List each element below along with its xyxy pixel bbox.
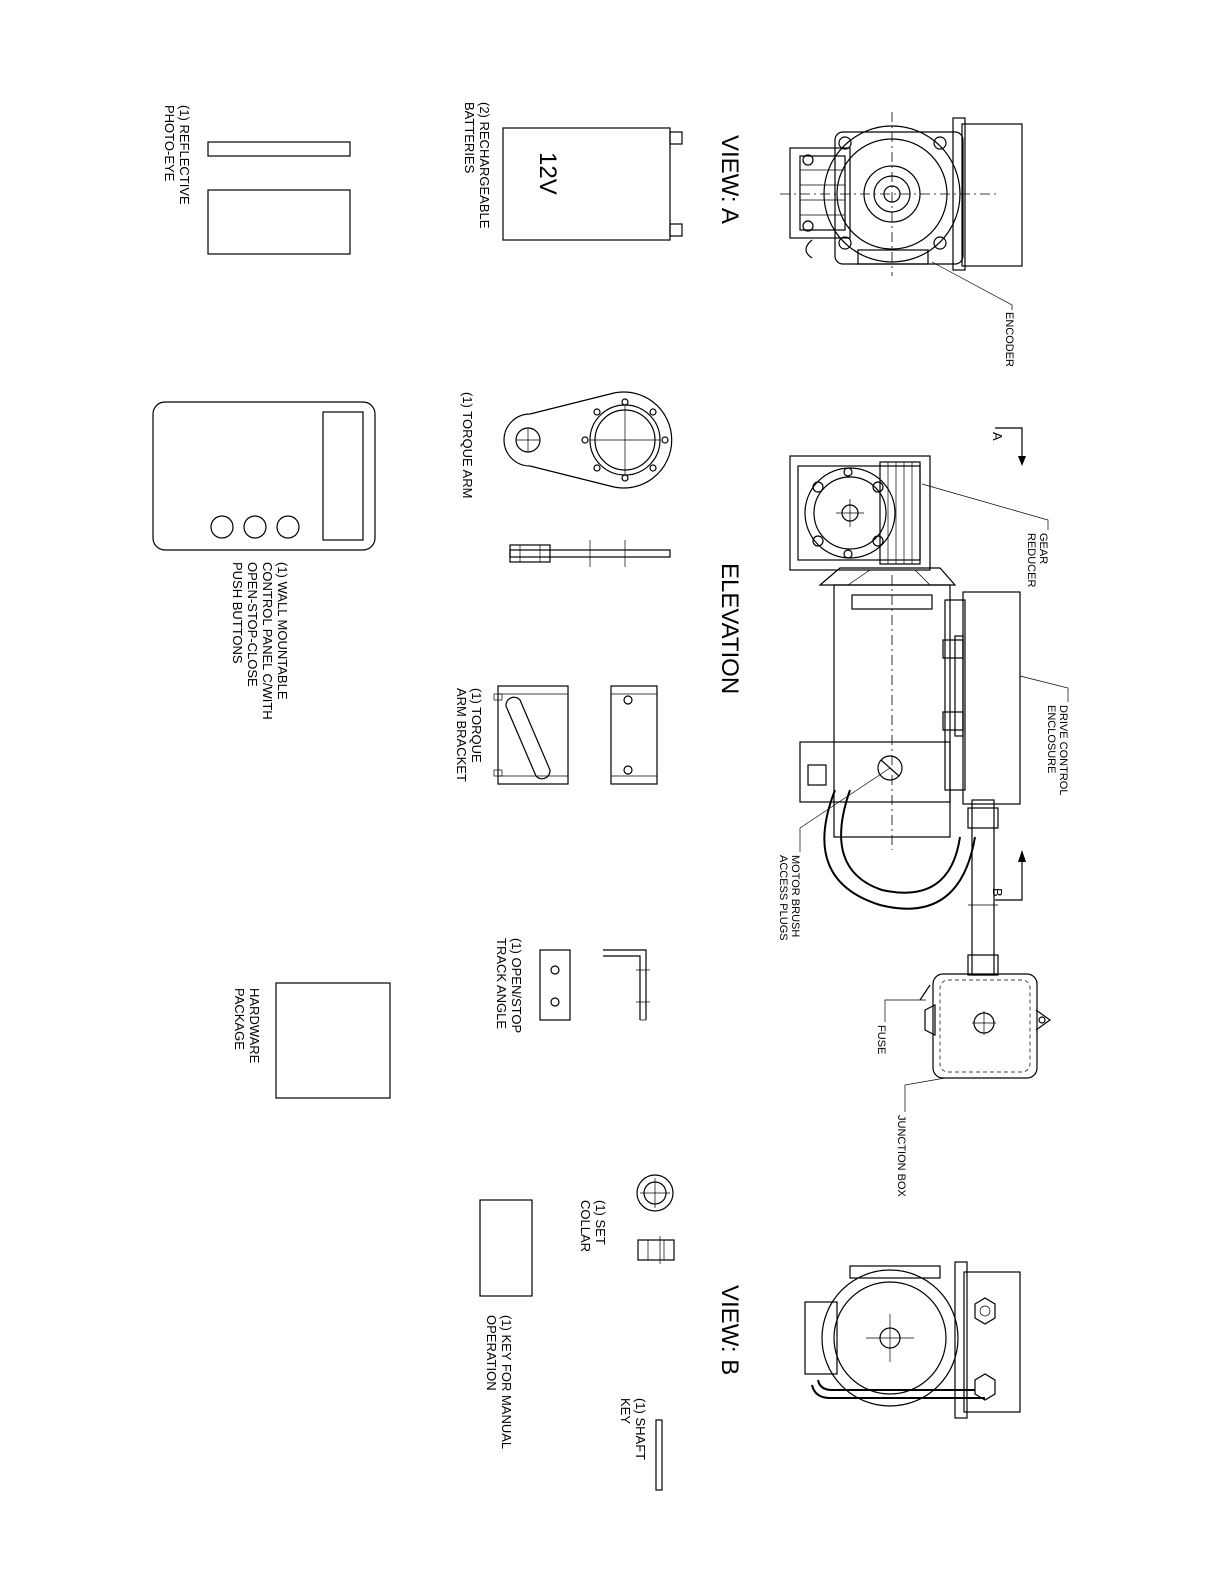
set-collar-label-line-1: (1) SET xyxy=(593,1200,608,1245)
batteries-label-line-1: (2) RECHARGEABLE xyxy=(477,102,492,229)
view-b-drawing xyxy=(804,1261,1021,1419)
shaft-key-label: (1) SHAFT KEY xyxy=(618,1398,648,1460)
torque-arm-bracket-label: (1) TORQUE ARM BRACKET xyxy=(454,688,484,782)
torque-arm-bracket-label-line-2: ARM BRACKET xyxy=(454,688,469,782)
motor-brush-label-line-2: ACCESS PLUGS xyxy=(777,855,789,941)
elevation-drawing xyxy=(789,455,1052,1079)
hardware-package-label-line-1: HARDWARE xyxy=(247,988,262,1064)
torque-arm-bracket-drawing xyxy=(493,685,658,785)
drive-control-label-line-1: DRIVE CONTROL xyxy=(1057,705,1069,795)
set-collar-label-line-2: COLLAR xyxy=(578,1200,593,1252)
section-marker-b-label: B xyxy=(990,888,1005,897)
drive-control-label-line-2: ENCLOSURE xyxy=(1045,705,1057,773)
batteries-label: (2) RECHARGEABLE BATTERIES xyxy=(462,102,492,229)
control-panel-label: (1) WALL MOUNTABLE CONTROL PANEL C/WITH … xyxy=(230,562,290,720)
gear-reducer-label: GEAR REDUCER xyxy=(1025,533,1049,587)
battery-drawing xyxy=(502,127,683,241)
view-b-title: VIEW: B xyxy=(716,1285,743,1375)
manual-key-label-line-1: (1) KEY FOR MANUAL xyxy=(499,1315,514,1449)
shaft-key-drawing xyxy=(655,1419,663,1491)
set-collar-drawing xyxy=(636,1174,675,1264)
section-marker-b: B xyxy=(990,850,1026,901)
torque-arm-bracket-label-line-1: (1) TORQUE xyxy=(469,688,484,763)
control-panel-label-line-1: (1) WALL MOUNTABLE xyxy=(275,562,290,700)
control-panel-label-line-3: OPEN-STOP-CLOSE xyxy=(245,562,260,687)
drive-control-label: DRIVE CONTROL ENCLOSURE xyxy=(1045,705,1069,795)
shaft-key-label-line-2: KEY xyxy=(618,1398,633,1424)
track-angle-label: (1) OPEN/STOP TRACK ANGLE xyxy=(494,938,524,1033)
control-panel-drawing xyxy=(152,401,376,551)
photo-eye-label-line-1: (1) REFLECTIVE xyxy=(177,105,192,205)
view-a-drawing xyxy=(780,112,1023,276)
encoder-label: ENCODER xyxy=(1003,312,1015,367)
manual-key-box xyxy=(479,1199,533,1297)
photo-eye-label-line-2: PHOTO-EYE xyxy=(162,105,177,182)
photo-eye-drawing xyxy=(207,141,351,255)
track-angle-drawing xyxy=(539,949,650,1021)
batteries-label-line-2: BATTERIES xyxy=(462,102,477,174)
torque-arm-label: (1) TORQUE ARM xyxy=(460,392,475,498)
control-panel-label-line-2: CONTROL PANEL C/WITH xyxy=(260,562,275,720)
shaft-key-label-line-1: (1) SHAFT xyxy=(633,1398,648,1460)
manual-key-label-line-2: OPERATION xyxy=(484,1315,499,1391)
fuse-label: FUSE xyxy=(875,1025,887,1054)
view-a-title: VIEW: A xyxy=(716,135,743,224)
gear-reducer-label-line-2: REDUCER xyxy=(1025,533,1037,587)
gear-reducer-label-line-1: GEAR xyxy=(1037,533,1049,564)
hardware-package-label: HARDWARE PACKAGE xyxy=(232,988,262,1064)
section-marker-a: A xyxy=(990,427,1026,466)
battery-voltage-marking: 12V xyxy=(534,152,561,195)
manual-key-label: (1) KEY FOR MANUAL OPERATION xyxy=(484,1315,514,1449)
elevation-title: ELEVATION xyxy=(716,563,743,694)
section-marker-a-label: A xyxy=(990,432,1005,441)
track-angle-label-line-2: TRACK ANGLE xyxy=(494,938,509,1029)
set-collar-label: (1) SET COLLAR xyxy=(578,1200,608,1252)
junction-box-label: JUNCTION BOX xyxy=(895,1115,907,1198)
motor-brush-label-line-1: MOTOR BRUSH xyxy=(789,855,801,937)
torque-arm-drawing xyxy=(503,391,673,567)
hardware-package-box xyxy=(275,982,391,1099)
hardware-package-label-line-2: PACKAGE xyxy=(232,988,247,1050)
photo-eye-label: (1) REFLECTIVE PHOTO-EYE xyxy=(162,105,192,205)
track-angle-label-line-1: (1) OPEN/STOP xyxy=(509,938,524,1033)
control-panel-label-line-4: PUSH BUTTONS xyxy=(230,562,245,664)
motor-brush-label: MOTOR BRUSH ACCESS PLUGS xyxy=(777,855,801,941)
